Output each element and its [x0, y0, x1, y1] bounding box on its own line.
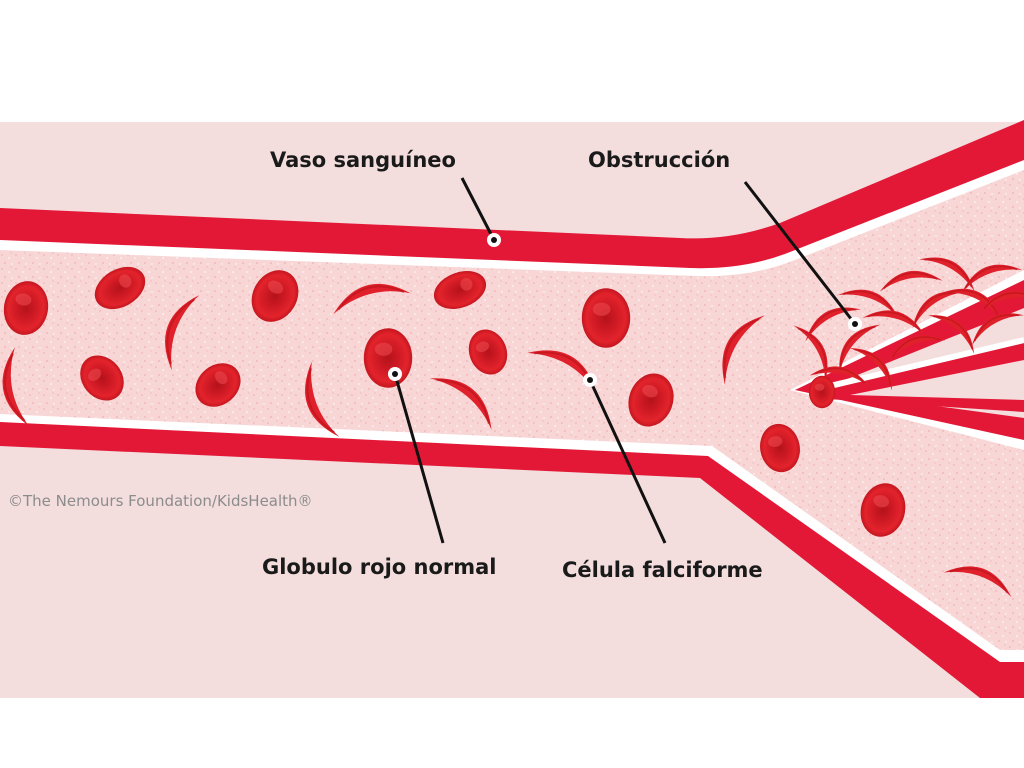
red-blood-cell — [581, 288, 631, 348]
vessel-leader — [460, 177, 496, 241]
red-blood-cell — [363, 328, 413, 388]
vessel-label: Vaso sanguíneo — [270, 148, 456, 172]
normal-cell-leader — [393, 373, 445, 544]
credit-text: ©The Nemours Foundation/KidsHealth® — [8, 492, 313, 510]
blockage-leader — [743, 181, 857, 325]
clot-cell — [808, 375, 836, 409]
sickle-cell-label: Célula falciforme — [562, 558, 763, 582]
blockage-dot-center — [852, 321, 858, 327]
tissue-wedge-inner — [850, 360, 1024, 400]
sickle-cell-leader — [588, 379, 667, 544]
normal-cell-dot-center — [392, 371, 398, 377]
sickle-cell-dot-center — [587, 377, 593, 383]
normal-cell-label: Globulo rojo normal — [262, 555, 497, 579]
leader-lines — [388, 177, 862, 544]
blockage-label: Obstrucción — [588, 148, 730, 172]
vessel-dot-center — [491, 237, 497, 243]
